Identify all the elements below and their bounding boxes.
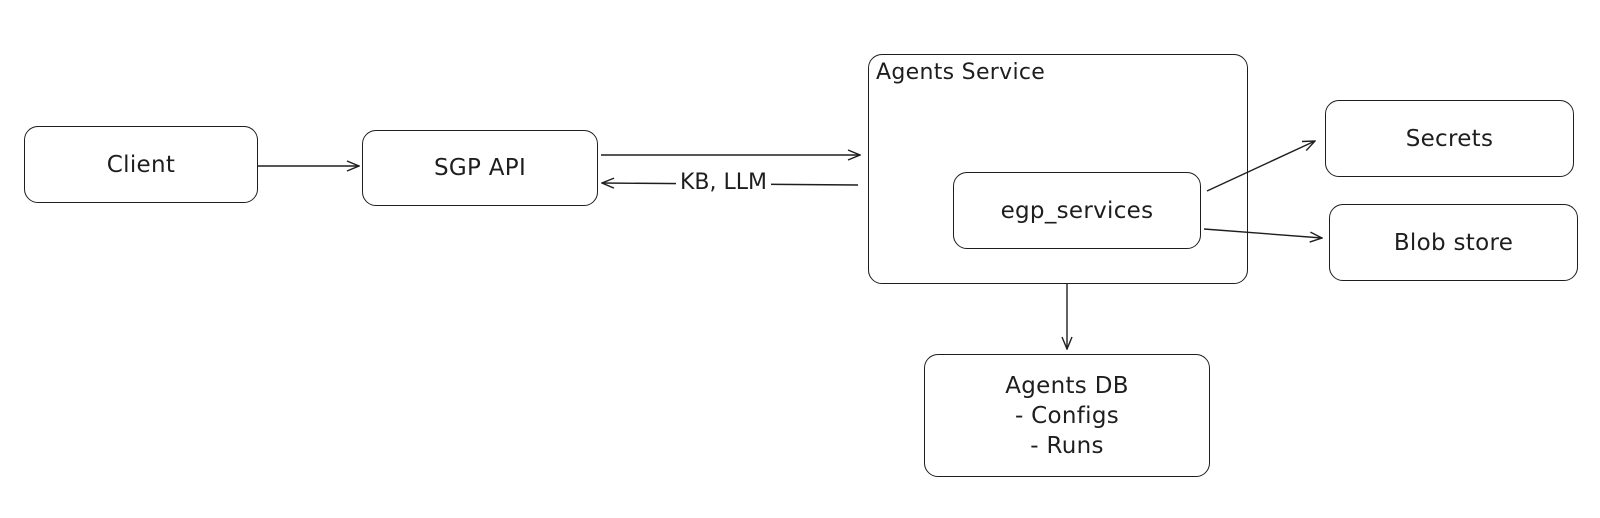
client-node: Client [24, 126, 258, 203]
secrets-node: Secrets [1325, 100, 1574, 177]
agents-service-title: Agents Service [876, 60, 1046, 85]
kb-llm-edge-label: KB, LLM [676, 170, 772, 195]
agents-service-container: Agents Service [868, 54, 1248, 284]
client-label: Client [106, 151, 176, 178]
agents-db-configs: - Configs [1014, 402, 1120, 429]
sgp-api-label: SGP API [433, 155, 527, 181]
blob-store-label: Blob store [1393, 229, 1514, 256]
egp-services-node: egp_services [953, 172, 1201, 249]
secrets-label: Secrets [1405, 125, 1494, 152]
agents-db-runs: - Runs [1030, 432, 1104, 459]
agents-db-node: Agents DB - Configs - Runs [924, 354, 1210, 477]
egp-services-label: egp_services [1000, 197, 1154, 224]
sgp-api-node: SGP API [362, 130, 598, 206]
blob-store-node: Blob store [1329, 204, 1578, 281]
agents-db-title: Agents DB [1005, 372, 1129, 399]
